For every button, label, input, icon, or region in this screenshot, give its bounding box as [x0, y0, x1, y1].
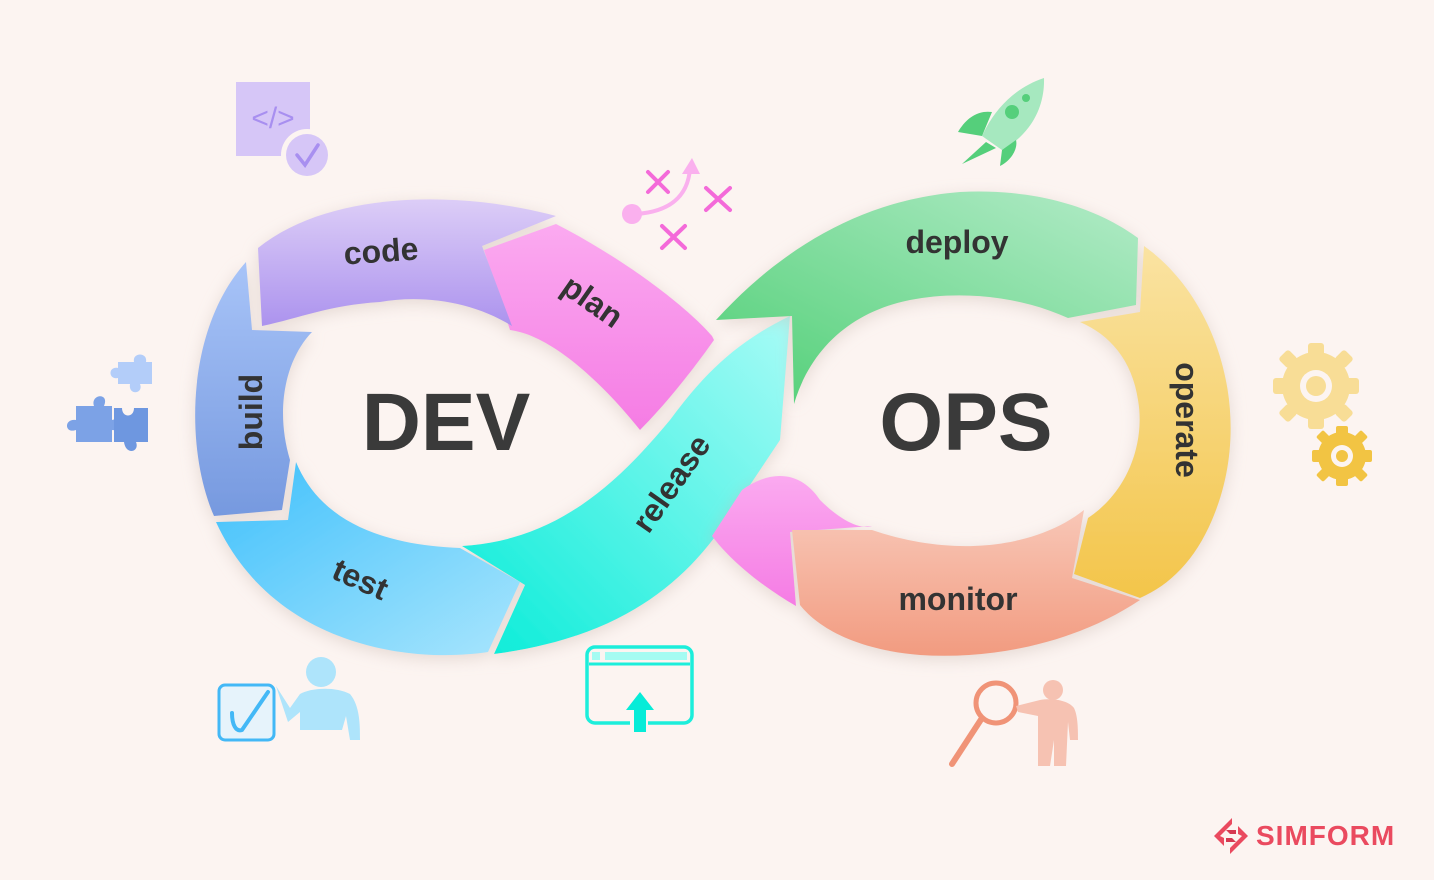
segment-deploy[interactable]: [716, 191, 1138, 404]
title-ops: OPS: [879, 377, 1052, 468]
browser-upload-icon: [585, 645, 694, 732]
segment-monitor[interactable]: [792, 510, 1140, 656]
segment-test[interactable]: [216, 462, 520, 656]
label-monitor: monitor: [898, 581, 1017, 617]
monitor-magnifier-person-icon: [949, 680, 1078, 767]
label-code: code: [342, 230, 419, 271]
dev-loop: [195, 199, 790, 656]
test-checklist-person-icon: [217, 657, 360, 742]
segment-plan[interactable]: [484, 224, 714, 430]
code-check-icon: </>: [236, 82, 333, 181]
simform-brand-name: SIMFORM: [1256, 820, 1396, 851]
strategy-plan-icon: [622, 158, 732, 250]
label-build: build: [233, 374, 269, 450]
rocket-icon: [958, 78, 1045, 166]
gears-icon: [1273, 343, 1372, 486]
simform-logo[interactable]: SIMFORM: [1212, 816, 1395, 856]
label-deploy: deploy: [905, 224, 1008, 260]
svg-text:</>: </>: [251, 102, 294, 135]
simform-logo-icon: [1214, 818, 1248, 854]
segment-operate[interactable]: [1074, 246, 1231, 598]
ops-loop: [712, 191, 1231, 656]
segment-code[interactable]: [258, 199, 556, 326]
segment-release[interactable]: [462, 316, 790, 654]
puzzle-icon: [67, 354, 152, 452]
segment-plan-continuation: [712, 476, 872, 606]
label-operate: operate: [1169, 362, 1205, 478]
title-dev: DEV: [362, 377, 531, 468]
segment-build[interactable]: [195, 262, 312, 516]
